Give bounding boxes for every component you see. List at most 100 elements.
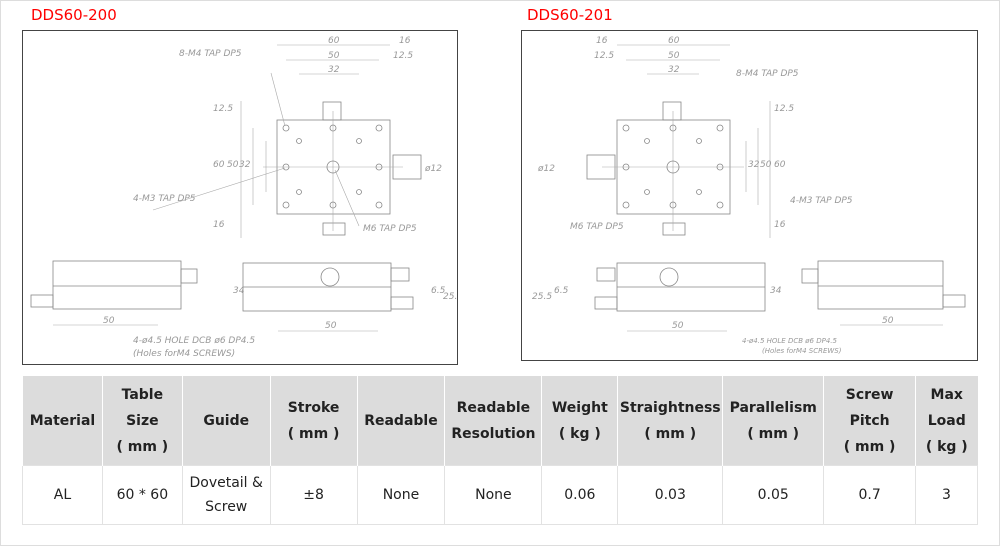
table-cell: 60 * 60	[101, 465, 183, 525]
column-header: Guide	[181, 376, 271, 466]
cell-text: Material	[29, 412, 96, 429]
dim-6-5: 6.5	[431, 286, 446, 296]
dim-side-50: 50	[103, 316, 115, 326]
table-cell: 3	[915, 465, 978, 525]
dim-dia-12: ø12	[424, 164, 442, 174]
table-cell: Dovetail &Screw	[181, 465, 271, 525]
dim-32: 32	[328, 65, 340, 75]
dim-v-12-5: 12.5	[213, 104, 233, 114]
dim-6-5: 6.5	[554, 286, 569, 296]
drawing-title-right: DDS60-201	[527, 6, 613, 24]
cell-text: AL	[53, 487, 72, 503]
label-holes-note: (Holes forM4 SCREWS)	[762, 347, 842, 355]
cell-text: ( mm )	[116, 438, 169, 455]
label-hole: 4-ø4.5 HOLE DCB ø6 DP4.5	[133, 336, 255, 346]
table-cell: 0.03	[617, 465, 724, 525]
cell-text: 0.06	[564, 487, 596, 503]
dim-v-60: 60	[213, 160, 225, 170]
dim-25-5: 25.5	[443, 292, 457, 302]
technical-drawing: 8-M4 TAP DP5 4-M3 TAP DP5 M6 TAP DP5 60 …	[30, 36, 463, 359]
front-view	[242, 262, 414, 332]
column-header: Material	[22, 376, 103, 466]
cell-text: 60 * 60	[116, 487, 169, 503]
cell-text: ( kg )	[925, 438, 968, 455]
front-view	[594, 262, 766, 332]
side-view-left	[30, 260, 198, 326]
cell-text: 0.05	[757, 487, 789, 503]
cell-text: Weight	[551, 399, 608, 416]
cell-text: 3	[942, 487, 951, 503]
table-cell: 0.7	[823, 465, 917, 525]
cell-text: ( mm )	[644, 425, 697, 442]
top-view	[152, 44, 422, 238]
label-m4-tap: 8-M4 TAP DP5	[736, 69, 799, 79]
table-cell: 0.05	[722, 465, 825, 525]
dim-25-5: 25.5	[532, 292, 552, 302]
dim-v-50: 50	[227, 160, 239, 170]
column-header: Parallelism ( mm )	[722, 376, 824, 466]
technical-drawing: 8-M4 TAP DP5 4-M3 TAP DP5 M6 TAP DP5 60 …	[532, 36, 966, 355]
dim-50: 50	[668, 51, 680, 61]
dim-60: 60	[328, 36, 340, 46]
dim-front-50: 50	[325, 321, 337, 331]
cell-text: Max	[930, 386, 963, 403]
dim-v-32: 32	[748, 160, 760, 170]
cell-text: ±8	[303, 487, 324, 503]
dim-34: 34	[233, 286, 245, 296]
cell-text: Size	[126, 412, 159, 429]
cell-text: None	[475, 487, 512, 503]
cell-text: Stroke	[287, 399, 340, 416]
table-cell: None	[356, 465, 446, 525]
top-view	[586, 44, 771, 238]
drawing-title-left: DDS60-200	[31, 6, 117, 24]
table-cell: 0.06	[541, 465, 619, 525]
cell-text: 0.7	[858, 487, 881, 503]
cell-text: ( kg )	[558, 425, 601, 442]
drawing-dds60-201: 8-M4 TAP DP5 4-M3 TAP DP5 M6 TAP DP5 60 …	[521, 30, 978, 361]
cell-text: 0.03	[654, 487, 686, 503]
column-header: Readable	[356, 376, 445, 466]
column-header: Stroke ( mm )	[269, 376, 357, 466]
column-header: Weight ( kg )	[541, 376, 618, 466]
cell-text: ( mm )	[747, 425, 800, 442]
cell-text: Straightness	[619, 399, 721, 416]
side-view-right	[801, 260, 966, 326]
table-cell: AL	[22, 465, 103, 525]
cell-text: Readable	[364, 412, 438, 429]
label-m4-tap: 8-M4 TAP DP5	[179, 49, 242, 59]
cell-text: None	[382, 487, 420, 503]
dim-v-12-5: 12.5	[774, 104, 794, 114]
table-row: AL 60 * 60 Dovetail &Screw ±8 None None 0.06 0.…	[22, 465, 978, 525]
dim-side-50: 50	[882, 316, 894, 326]
label-m6-tap: M6 TAP DP5	[570, 222, 624, 232]
dim-60: 60	[668, 36, 680, 46]
label-m3-tap: 4-M3 TAP DP5	[133, 194, 196, 204]
table-cell: ±8	[269, 465, 358, 525]
label-holes-note: (Holes forM4 SCREWS)	[133, 349, 235, 359]
label-m6-tap: M6 TAP DP5	[363, 224, 417, 234]
cell-text: Guide	[203, 412, 250, 429]
cell-text: ( mm )	[843, 438, 896, 455]
cell-text: Pitch	[849, 412, 890, 429]
dim-32: 32	[668, 65, 680, 75]
dim-v-16: 16	[213, 220, 225, 230]
cell-text: Screw	[845, 386, 894, 403]
dim-v-16: 16	[774, 220, 786, 230]
cell-text: ( mm )	[287, 425, 340, 442]
table-cell: None	[444, 465, 543, 525]
cell-text: Table	[121, 386, 164, 403]
dim-v-50: 50	[760, 160, 772, 170]
column-header: Straightness ( mm )	[617, 376, 723, 466]
cell-text: Parallelism	[729, 399, 817, 416]
dim-v-60: 60	[774, 160, 786, 170]
label-m3-tap: 4-M3 TAP DP5	[790, 196, 853, 206]
cell-text: Resolution	[451, 425, 536, 442]
cell-text: Load	[927, 412, 966, 429]
dim-v-32: 32	[239, 160, 251, 170]
